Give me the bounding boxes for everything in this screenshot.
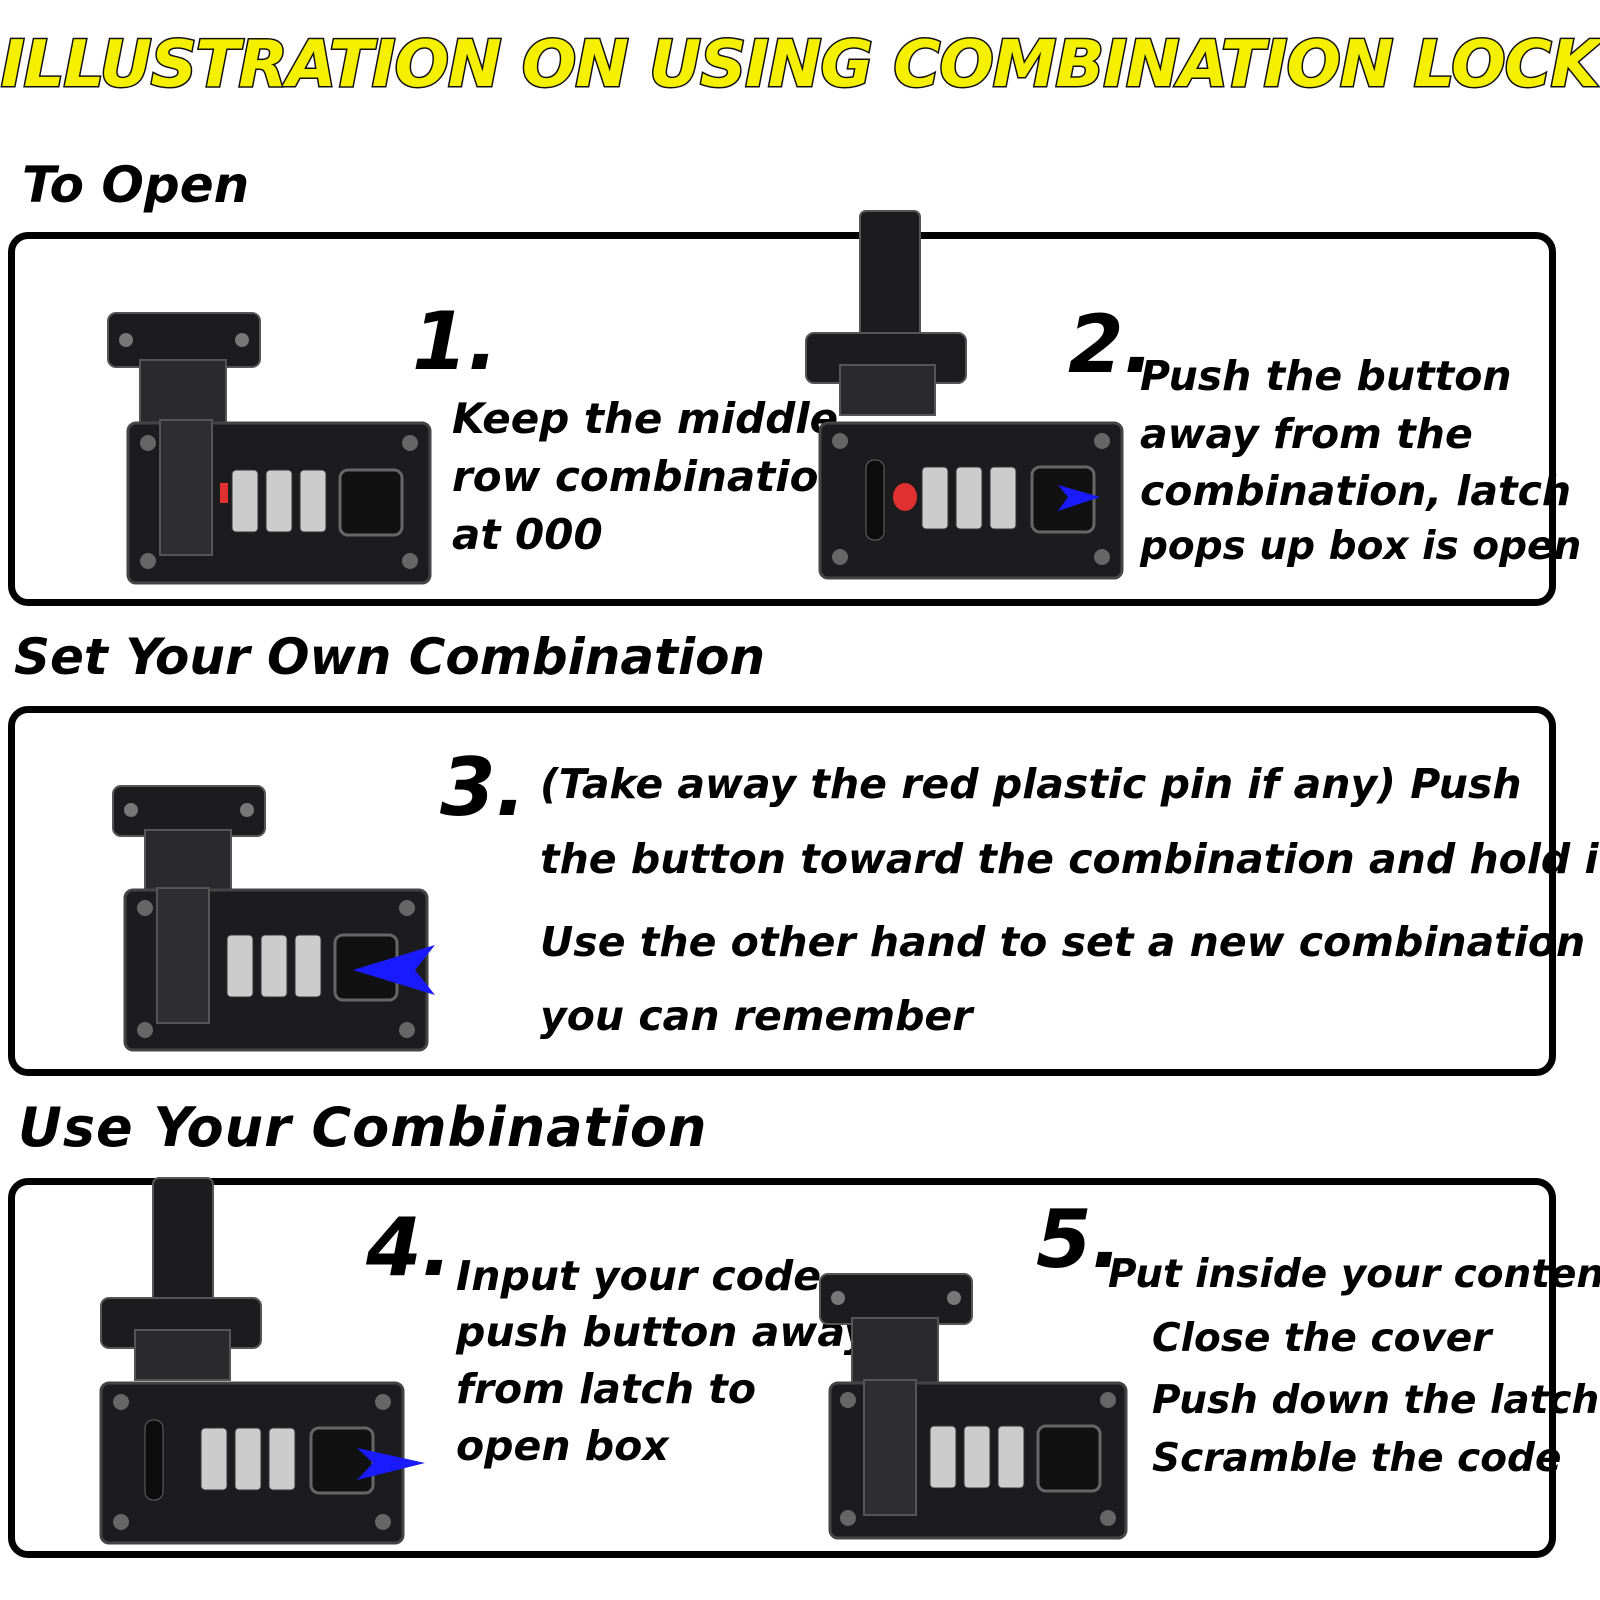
step-4-line-1: Input your code , [456,1252,851,1300]
step-3-line-2: the button toward the combination and ho… [540,835,1600,883]
step-number-5: 5. [1036,1193,1123,1286]
step-1-line-2: row combination [452,452,849,501]
section-heading-open: To Open [22,156,250,214]
step-3-line-1: (Take away the red plastic pin if any) P… [540,760,1522,808]
step-5-line-4: Scramble the code [1152,1436,1562,1481]
lock-scrambled-illustration [819,1273,1128,1540]
step-2-line-4: pops up box is open [1140,524,1582,569]
lock-closed-illustration [107,312,432,585]
arrow-right-icon [357,1448,425,1480]
arrow-right-icon [1058,485,1100,511]
section-heading-use: Use Your Combination [18,1096,708,1159]
step-number-4: 4. [366,1201,453,1294]
step-4-line-4: open box [456,1422,669,1470]
step-5-line-1: Put inside your content [1108,1252,1600,1297]
step-3-line-3: Use the other hand to set a new combinat… [540,918,1586,966]
step-5-line-3: Push down the latch [1152,1378,1600,1423]
step-2-line-2: away from the [1140,410,1473,458]
step-4-line-3: from latch to [456,1365,757,1413]
page-title: ILLUSTRATION ON USING COMBINATION LOCK [0,27,1600,104]
step-2-line-1: Push the button [1140,352,1512,400]
step-4-line-2: push button away [456,1308,871,1356]
arrow-left-icon [353,945,435,995]
step-1-line-3: at 000 [452,510,603,559]
step-number-1: 1. [412,295,499,388]
step-5-line-2: Close the cover [1152,1316,1492,1361]
lock-open-illustration [805,210,1124,580]
step-1-line-1: Keep the middle [452,394,839,443]
step-3-line-4: you can remember [540,992,973,1040]
lock-input-code-illustration [99,1177,425,1545]
lock-set-illustration [112,785,435,1052]
step-number-2: 2. [1068,298,1155,391]
section-heading-set: Set Your Own Combination [14,628,766,686]
step-2-line-3: combination, latch [1140,467,1572,515]
step-number-3: 3. [440,741,527,834]
